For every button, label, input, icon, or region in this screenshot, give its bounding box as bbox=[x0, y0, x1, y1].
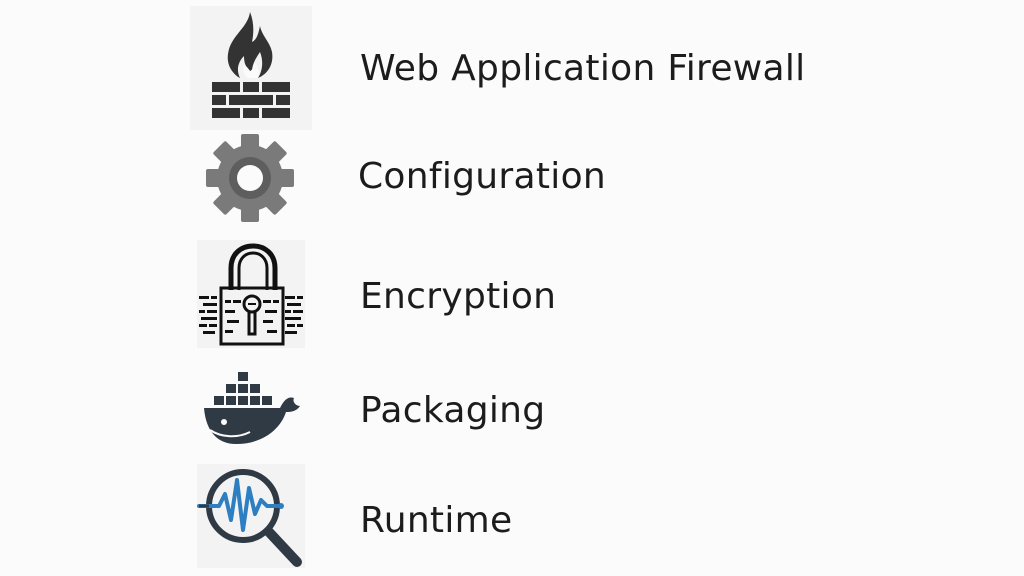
item-label-encryption: Encryption bbox=[360, 276, 557, 317]
item-label-packaging: Packaging bbox=[360, 390, 546, 431]
runtime-monitor-icon bbox=[197, 464, 305, 568]
docker-whale-icon bbox=[200, 366, 302, 448]
firewall-icon bbox=[190, 6, 312, 130]
item-label-firewall: Web Application Firewall bbox=[360, 48, 806, 89]
item-row-configuration: Configuration bbox=[0, 130, 1024, 230]
item-row-encryption: Encryption bbox=[0, 236, 1024, 352]
encryption-lock-icon bbox=[197, 240, 305, 348]
item-row-packaging: Packaging bbox=[0, 362, 1024, 452]
item-label-configuration: Configuration bbox=[358, 156, 607, 197]
item-label-runtime: Runtime bbox=[360, 500, 513, 541]
item-row-firewall: Web Application Firewall bbox=[0, 0, 1024, 130]
item-row-runtime: Runtime bbox=[0, 462, 1024, 572]
gear-icon bbox=[204, 132, 296, 224]
